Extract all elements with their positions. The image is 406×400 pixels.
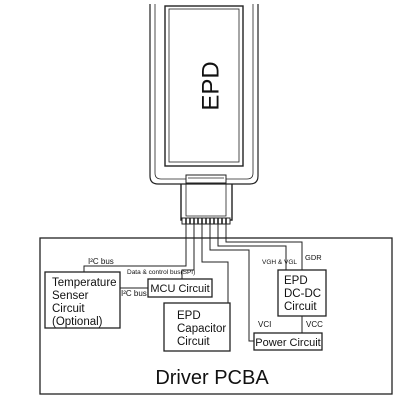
epd-active-area: [164, 5, 244, 167]
data-control-bus-label: Data & control bus(SPI): [127, 269, 195, 276]
line-vci: [209, 224, 254, 342]
signal-lines: [83, 224, 303, 342]
line-capacitor: [201, 224, 229, 303]
epd-dcdc-block: [277, 269, 327, 317]
temperature-sensor-block: [44, 271, 121, 329]
vci-label: VCI: [258, 320, 271, 329]
driver-pcba-title: Driver PCBA: [155, 367, 269, 389]
vcc-label: VCC: [306, 320, 323, 329]
fpc-connector: [180, 174, 233, 225]
driver-pcba-board: [39, 237, 393, 395]
epd-dcdc-label-1: EPD: [284, 275, 308, 287]
line-spi: [181, 224, 195, 279]
i2c-bus-top-label: I²C bus: [88, 257, 114, 266]
temperature-sensor-label-1: Temperature: [52, 277, 117, 289]
vgh-vgl-label: VGH & VGL: [262, 259, 297, 266]
line-vgh-vgl: [217, 224, 287, 270]
epd-dcdc-label-3: Circuit: [284, 301, 317, 313]
line-i2c-top: [83, 224, 187, 272]
epd-label: EPD: [197, 61, 224, 110]
temperature-sensor-label-4: (Optional): [52, 316, 103, 328]
epd-capacitor-label-3: Circuit: [177, 336, 210, 348]
fpc-tail: [180, 184, 233, 221]
temperature-sensor-label-2: Senser: [52, 290, 89, 302]
gdr-label: GDR: [305, 253, 322, 262]
mcu-circuit-label: MCU Circuit: [150, 283, 209, 295]
epd-active-area-inner: [168, 8, 240, 163]
epd-panel: [149, 4, 259, 185]
line-gdr: [225, 224, 303, 270]
epd-capacitor-block: [163, 302, 231, 352]
i2c-bus-mid-label: I²C bus: [121, 289, 147, 298]
epd-capacitor-label-2: Capacitor: [177, 323, 226, 335]
epd-capacitor-label-1: EPD: [177, 310, 201, 322]
temperature-sensor-label-3: Circuit: [52, 303, 85, 315]
power-circuit-label: Power Circuit: [255, 337, 320, 349]
connector-tab: [185, 174, 227, 184]
epd-panel-outline: [149, 4, 259, 185]
epd-dcdc-label-2: DC-DC: [284, 288, 321, 300]
